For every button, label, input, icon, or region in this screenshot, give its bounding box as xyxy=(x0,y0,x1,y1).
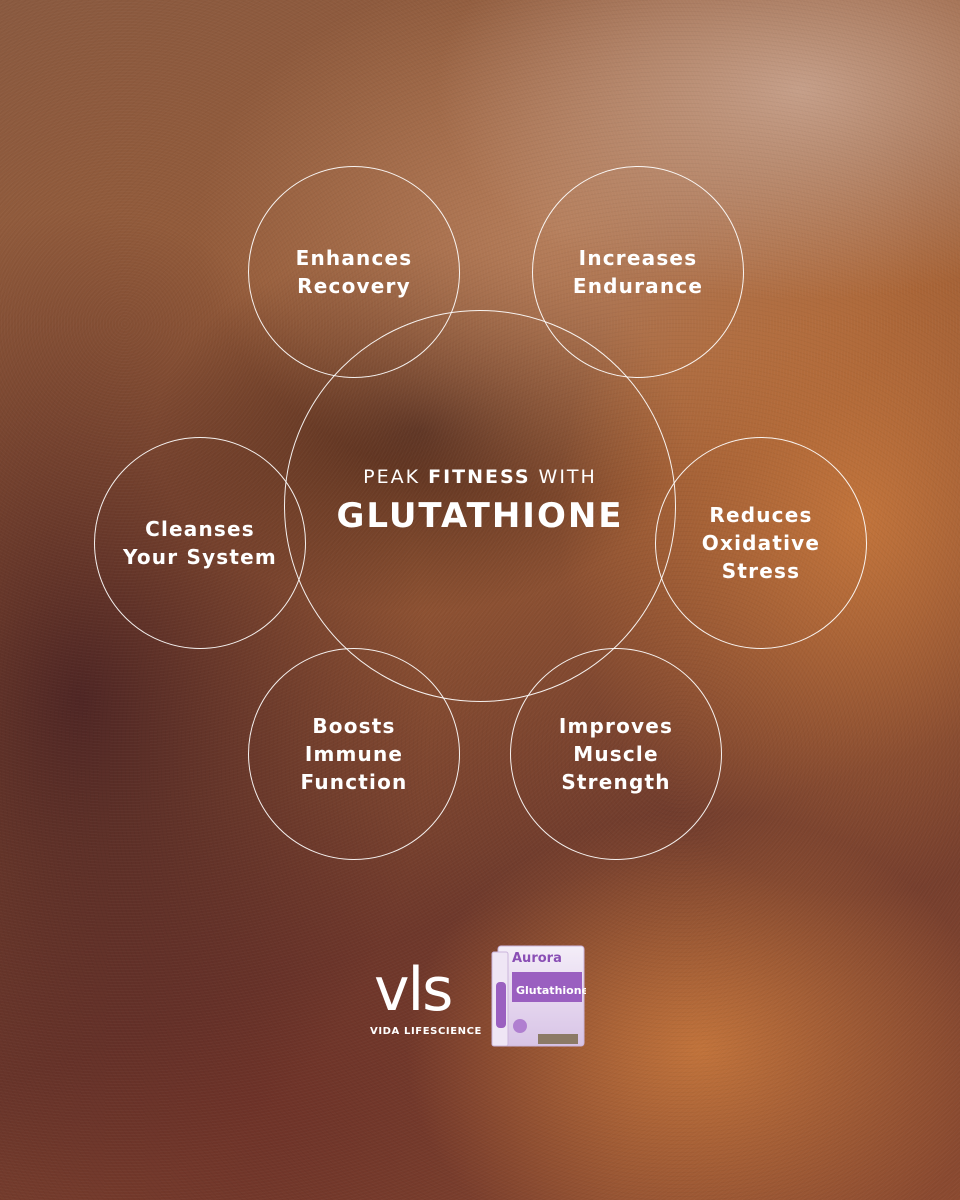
benefit-label: Increases Endurance xyxy=(572,246,704,298)
benefit-label: Reduces Oxidative Stress xyxy=(701,503,821,583)
product-box-image: Aurora Glutathione xyxy=(491,945,586,1047)
benefit-circle-improves-muscle-strength: Improves Muscle Strength xyxy=(510,648,722,860)
center-title: PEAK FITNESS WITH GLUTATHIONE xyxy=(336,466,623,536)
benefit-label: Boosts Immune Function xyxy=(300,714,408,794)
center-headline: GLUTATHIONE xyxy=(336,496,624,536)
center-suffix: WITH xyxy=(538,466,597,488)
brand-logo: vls VIDA LIFESCIENCE xyxy=(370,960,482,1037)
benefit-circle-boosts-immune-function: Boosts Immune Function xyxy=(248,648,460,860)
brand-name: VIDA LIFESCIENCE xyxy=(370,1026,482,1037)
benefit-label: Improves Muscle Strength xyxy=(558,714,674,794)
benefit-circle-increases-endurance: Increases Endurance xyxy=(532,166,744,378)
benefit-circle-reduces-oxidative-stress: Reduces Oxidative Stress xyxy=(655,437,867,649)
brand-mark: vls xyxy=(374,955,453,1025)
benefit-label: Cleanses Your System xyxy=(123,517,277,569)
center-prefix: PEAK xyxy=(363,466,421,488)
product-name-text: Glutathione xyxy=(516,984,586,997)
center-bold-word: FITNESS xyxy=(428,466,531,488)
benefit-label: Enhances Recovery xyxy=(295,246,413,298)
product-brand-text: Aurora xyxy=(512,951,562,966)
benefit-circle-cleanses-system: Cleanses Your System xyxy=(94,437,306,649)
center-circle: PEAK FITNESS WITH GLUTATHIONE xyxy=(284,310,676,702)
center-subtitle: PEAK FITNESS WITH xyxy=(336,466,623,488)
benefit-circle-enhances-recovery: Enhances Recovery xyxy=(248,166,460,378)
